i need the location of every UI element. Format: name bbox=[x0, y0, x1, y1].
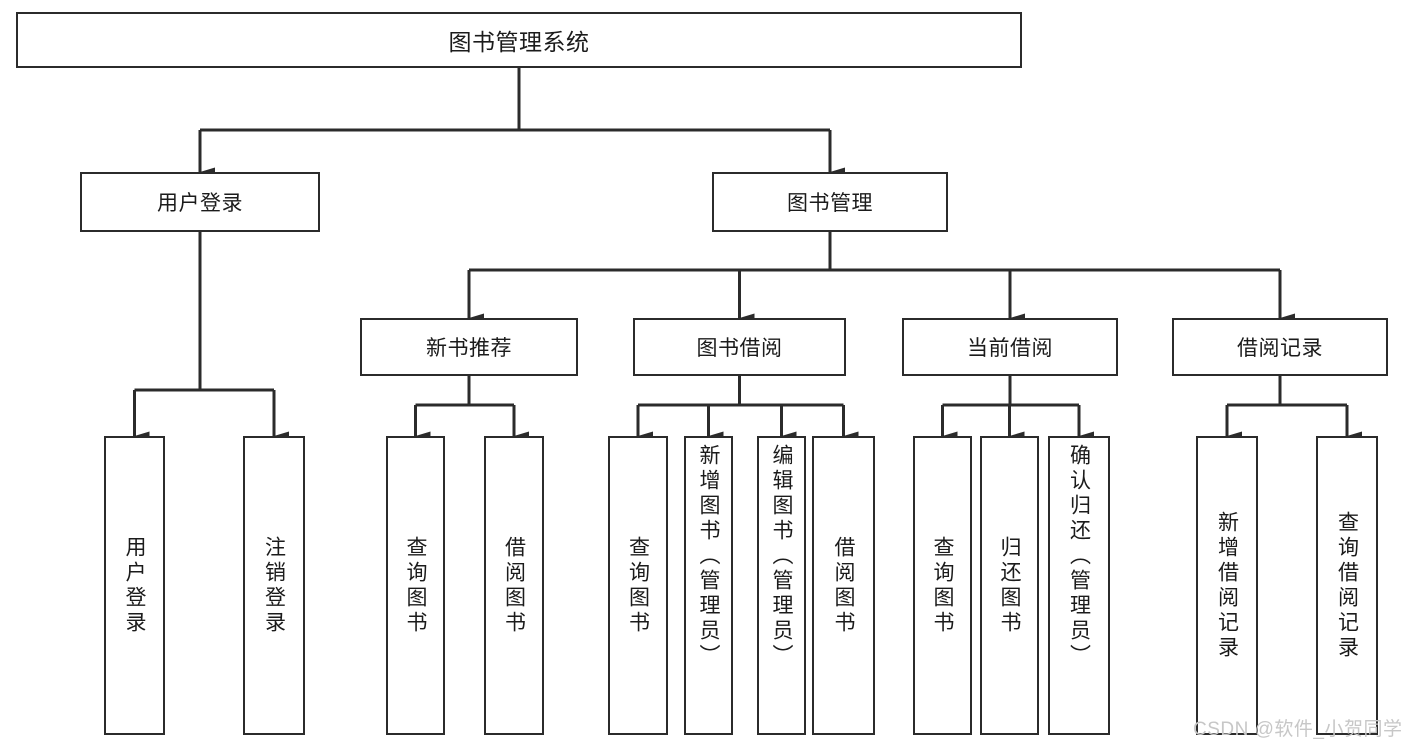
node-leaf-edit-book: 编辑图书（管理员） bbox=[757, 436, 806, 735]
node-leaf-borrow-book: 借阅图书 bbox=[812, 436, 875, 735]
node-leaf-query-record: 查询借阅记录 bbox=[1316, 436, 1378, 735]
node-label: 用户登录 bbox=[123, 535, 146, 636]
node-leaf-return-book: 归还图书 bbox=[980, 436, 1039, 735]
node-borrow-record: 借阅记录 bbox=[1172, 318, 1388, 376]
node-label: 归还图书 bbox=[998, 535, 1021, 636]
node-label: 查询图书 bbox=[404, 535, 427, 636]
node-label: 图书借阅 bbox=[696, 337, 783, 360]
node-book-manage: 图书管理 bbox=[712, 172, 948, 232]
node-label: 查询图书 bbox=[931, 535, 954, 636]
node-label: 新书推荐 bbox=[426, 337, 512, 360]
node-current-borrow: 当前借阅 bbox=[902, 318, 1118, 376]
node-label: 新增图书（管理员） bbox=[697, 444, 720, 669]
node-label: 编辑图书（管理员） bbox=[770, 444, 793, 669]
node-label: 借阅图书 bbox=[832, 535, 855, 636]
node-label: 确认归还（管理员） bbox=[1067, 444, 1091, 669]
node-user-login: 用户登录 bbox=[80, 172, 320, 232]
node-label: 新增借阅记录 bbox=[1215, 510, 1239, 661]
node-label: 当前借阅 bbox=[967, 337, 1053, 360]
node-label: 图书管理 bbox=[787, 192, 873, 215]
node-root-root: 图书管理系统 bbox=[16, 12, 1022, 68]
node-label: 图书管理系统 bbox=[448, 29, 590, 55]
node-leaf-query-book-cur: 查询图书 bbox=[913, 436, 972, 735]
node-label: 查询借阅记录 bbox=[1335, 510, 1359, 661]
node-new-book-recommend: 新书推荐 bbox=[360, 318, 578, 376]
node-leaf-borrow-book-rec: 借阅图书 bbox=[484, 436, 544, 735]
node-leaf-user-login: 用户登录 bbox=[104, 436, 165, 735]
node-label: 查询图书 bbox=[626, 535, 650, 636]
node-label: 借阅图书 bbox=[502, 535, 526, 636]
node-label: 注销登录 bbox=[262, 535, 286, 636]
node-book-borrow: 图书借阅 bbox=[633, 318, 846, 376]
csdn-watermark: CSDN @软件_小贺同学 bbox=[1193, 719, 1403, 740]
node-leaf-query-book-rec: 查询图书 bbox=[386, 436, 445, 735]
node-leaf-add-book: 新增图书（管理员） bbox=[684, 436, 733, 735]
node-leaf-add-record: 新增借阅记录 bbox=[1196, 436, 1258, 735]
node-label: 用户登录 bbox=[157, 192, 243, 215]
node-leaf-query-book: 查询图书 bbox=[608, 436, 668, 735]
node-leaf-logout: 注销登录 bbox=[243, 436, 305, 735]
node-leaf-confirm-return: 确认归还（管理员） bbox=[1048, 436, 1110, 735]
node-label: 借阅记录 bbox=[1237, 337, 1323, 360]
